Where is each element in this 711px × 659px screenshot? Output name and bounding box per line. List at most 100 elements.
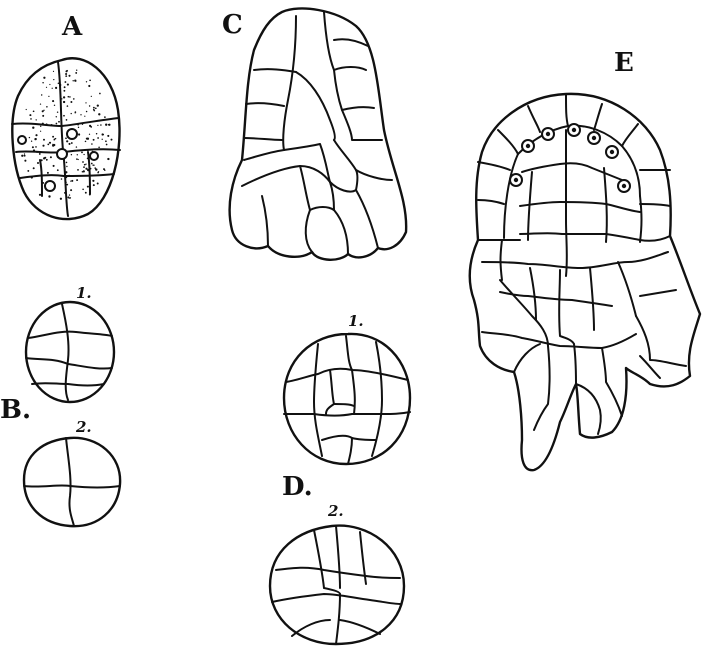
stipple-dot [80,114,81,115]
stipple-dot [52,136,54,138]
stipple-dot [63,101,65,103]
stipple-dot [88,159,89,160]
stipple-dot [59,84,61,86]
stipple-dot [77,124,79,126]
stipple-dot [65,70,67,72]
stipple-dot [82,189,84,191]
label-d: D. [282,472,313,502]
stipple-dot [104,116,106,118]
stipple-dot [43,77,45,79]
stipple-dot [52,88,53,89]
stipple-dot [87,150,89,152]
stipple-dot [33,149,35,151]
stipple-dot [47,144,49,146]
stipple-dot [78,159,79,160]
stipple-dot [70,197,72,199]
stipple-dot [76,179,78,181]
stipple-dot [63,90,65,92]
stipple-dot [71,180,73,182]
stipple-dot [89,125,91,127]
stipple-dot [69,194,70,195]
stipple-dot [88,85,90,87]
stipple-dot [97,183,99,185]
stipple-dot [77,154,78,155]
stipple-dot [81,152,83,154]
stipple-dot [56,123,58,125]
stipple-dot [85,102,86,103]
stipple-dot [41,94,42,95]
stipple-dot [69,175,71,177]
label-b: B. [0,395,31,425]
stipple-dot [61,178,63,180]
stipple-dot [32,127,34,129]
stipple-dot [74,79,76,81]
figure-b2-cell-section [24,438,120,526]
stipple-dot [54,139,55,140]
stipple-dot [35,134,37,136]
stipple-dot [46,123,48,125]
figure-b1-cell-section [26,302,114,402]
label-b-1: 1. [76,284,92,302]
stipple-dot [48,96,49,97]
stipple-dot [66,184,68,186]
stipple-dot [21,155,23,157]
stipple-dot [89,105,90,106]
stipple-dot [93,139,95,141]
stipple-dot [97,104,99,106]
stipple-dot [91,143,93,145]
stipple-dot [53,165,55,167]
stipple-dot [70,101,72,103]
stipple-dot [99,93,101,95]
stipple-dot [46,106,48,108]
stipple-dot [104,170,105,171]
stipple-dot [106,144,108,146]
stipple-dot [97,172,99,174]
stipple-dot [39,194,41,196]
stipple-dot [98,113,100,115]
stipple-dot [42,145,44,147]
stipple-dot [89,79,91,81]
stipple-dot [37,162,39,164]
stipple-dot [31,177,33,179]
stipple-dot [100,124,102,126]
stipple-dot [56,116,57,117]
stipple-dot [94,110,96,112]
stipple-dot [32,146,34,148]
stipple-dot [86,111,88,113]
stipple-dot [78,133,80,135]
stipple-dot [87,158,89,160]
stipple-dot [24,160,26,162]
stipple-dot [95,168,97,170]
label-a: A [62,12,82,42]
stipple-dot [47,172,49,174]
stipple-dot [66,162,68,164]
stipple-dot [93,184,95,186]
stipple-dot [24,153,25,154]
stipple-dot [111,139,113,141]
stipple-dot [53,79,54,80]
stipple-dot [89,134,90,135]
stipple-dot [82,171,84,173]
stipple-dot [92,180,94,182]
stipple-dot [66,140,68,142]
stipple-dot [40,131,41,132]
stipple-dot [91,96,92,97]
stipple-dot [102,139,103,140]
stipple-dot [82,161,84,163]
stipple-dot [29,137,30,138]
stipple-dot [49,84,50,85]
stipple-dot [97,137,99,139]
stipple-dot [67,196,69,198]
stipple-dot [51,124,53,126]
stipple-dot [93,107,95,109]
stipple-dot [107,135,109,137]
stipple-dot [85,192,87,194]
stipple-dot [77,169,79,171]
figure-d1-cell-section [284,334,410,464]
stipple-dot [42,82,43,83]
stipple-dot [57,169,59,171]
stipple-dot [65,176,67,178]
stipple-dot [76,146,77,147]
stipple-dot [91,163,93,165]
stipple-dot [41,159,43,161]
